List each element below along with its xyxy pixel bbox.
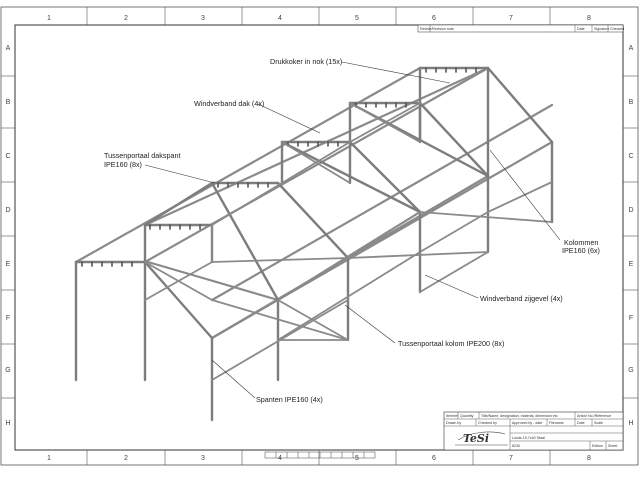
col-label: 2 (124, 15, 128, 22)
rev-col-label: Revisie (420, 27, 432, 31)
row-label: E (6, 261, 11, 268)
callout-windverband-dak: Windverband dak (4x) (194, 99, 264, 108)
tb-filename-label: Filename (549, 421, 564, 425)
col-label: 5 (355, 15, 359, 22)
callout-tussenportaal-dakspant: Tussenportaal dakspant (104, 151, 180, 160)
side-wall-bracing (144, 181, 553, 381)
tb-date-label: Date (577, 421, 585, 425)
rev-col-label: Date (577, 27, 585, 31)
row-label: B (629, 99, 634, 106)
row-label: H (5, 420, 10, 427)
row-label: D (5, 207, 10, 214)
callout-windverband-zijgevel: Windverband zijgevel (4x) (480, 294, 563, 303)
row-label: F (629, 315, 633, 322)
col-label: 2 (124, 455, 128, 462)
company-logo: TeSi (455, 431, 508, 446)
row-label: A (6, 45, 11, 52)
rev-col-label: Revision note (432, 27, 454, 31)
row-label: G (5, 367, 10, 374)
col-label: 5 (355, 455, 359, 462)
tb-quantity-label: Quantity (460, 414, 474, 418)
col-label: 7 (509, 15, 513, 22)
tb-item-label: Item/ref (446, 414, 458, 418)
col-label: 6 (432, 15, 436, 22)
col-label: 1 (47, 455, 51, 462)
callout-spanten: Spanten IPE160 (4x) (256, 395, 323, 404)
tb-drawing-number: 8230 (512, 444, 520, 448)
col-label: 8 (587, 455, 591, 462)
end-portal-front (74, 223, 214, 422)
portal-frames (143, 66, 554, 382)
column-labels-top: 1 2 3 4 5 6 7 8 (47, 15, 591, 22)
col-label: 3 (201, 15, 205, 22)
callout-kolommen-profile: IPE160 (6x) (562, 246, 600, 255)
row-labels-left: A B C D E F G H (5, 45, 10, 427)
tb-edition-label: Edition (592, 444, 603, 448)
row-label: F (6, 315, 10, 322)
row-label: C (5, 153, 10, 160)
rev-col-label: Checked (610, 27, 624, 31)
col-label: 7 (509, 455, 513, 462)
longitudinal-members (74, 66, 554, 340)
steel-hall-frame (74, 66, 554, 422)
roof-purlin-markers (81, 67, 477, 267)
callouts: Drukkoker in nok (15x) Windverband dak (… (104, 57, 600, 404)
row-labels-right: A B C D E F G H (628, 45, 633, 427)
callout-drukkoker: Drukkoker in nok (15x) (270, 57, 342, 66)
col-label: 4 (278, 15, 282, 22)
rev-col-label: Signature (594, 27, 609, 31)
callout-leaders (144, 61, 561, 399)
col-label: 8 (587, 15, 591, 22)
grid-ticks (1, 7, 638, 465)
roof-wind-bracing (211, 102, 421, 263)
col-label: 6 (432, 455, 436, 462)
revision-block: Revisie Revision note Date Signature Che… (417, 24, 624, 33)
row-label: G (628, 367, 633, 374)
tb-scale-label: Scale (594, 421, 603, 425)
tb-checked-by-label: Checked by (478, 421, 497, 425)
title-block: Item/ref Quantity Title/Name, designatio… (443, 411, 624, 451)
row-label: A (629, 45, 634, 52)
callout-kolommen: Kolommen (564, 238, 598, 247)
column-labels-bottom: 1 2 3 4 5 6 7 8 (47, 455, 591, 462)
row-label: E (629, 261, 634, 268)
scale-bar (264, 451, 376, 459)
callout-tussenportaal-dakspant-profile: IPE160 (8x) (104, 160, 142, 169)
col-label: 1 (47, 15, 51, 22)
tb-approved-label: Approved by - date (512, 421, 542, 425)
tb-article-label: Article No./Reference (577, 414, 611, 418)
tb-drawn-by-label: Drawn by (446, 421, 461, 425)
row-label: H (628, 420, 633, 427)
col-label: 4 (278, 455, 282, 462)
callout-tussenportaal-kolom: Tussenportaal kolom IPE200 (8x) (398, 339, 504, 348)
row-label: D (628, 207, 633, 214)
tb-project-title: Loods 15,7x40 Staal (512, 436, 545, 440)
row-label: B (6, 99, 11, 106)
tb-sheet-label: Sheet (608, 444, 617, 448)
tb-title-label: Title/Name, designation, material, dimen… (481, 414, 558, 418)
row-label: C (628, 153, 633, 160)
company-logo-text: TeSi (463, 432, 489, 445)
col-label: 3 (201, 455, 205, 462)
